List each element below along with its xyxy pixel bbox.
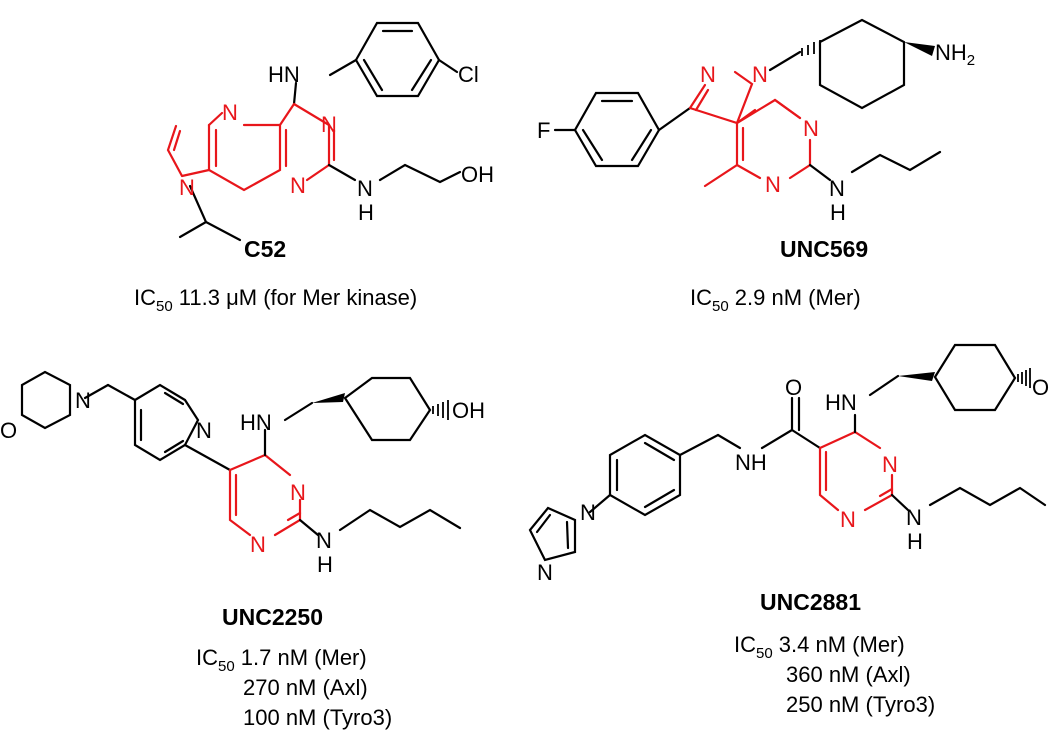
unc2881-ic-sub: 50: [756, 645, 773, 662]
unc2881-h-label: H: [907, 529, 923, 554]
structure-unc569: F N N N N N H NH2: [537, 18, 975, 225]
c52-ic-label: IC: [134, 285, 156, 310]
unc2881-carbonyl-o-label: O: [785, 375, 802, 400]
unc2250-hn-label: HN: [240, 410, 272, 435]
unc569-n1-label: N: [752, 62, 768, 87]
unc2881-imid-n3-label: N: [537, 560, 553, 585]
unc2881-imid-n1-label: N: [580, 500, 596, 525]
unc2250-oh-label: OH: [452, 398, 485, 423]
unc2881-n3-label: N: [882, 452, 898, 477]
unc2250-pyridine-n-label: N: [196, 418, 212, 443]
unc569-n-label: N: [829, 176, 845, 201]
unc2250-tyro3: 100 nM (Tyro3): [243, 705, 392, 730]
unc569-n2-label: N: [700, 62, 716, 87]
unc2250-name: UNC2250: [222, 604, 323, 630]
unc2881-n-label: N: [906, 505, 922, 530]
unc569-ic-value: 2.9 nM (Mer): [729, 285, 861, 310]
unc2250-activity: IC50 1.7 nM (Mer): [196, 645, 367, 675]
unc2881-amide-nh-label: NH: [735, 450, 767, 475]
unc2881-hn-label: HN: [825, 390, 857, 415]
unc2881-tyro3: 250 nM (Tyro3): [786, 692, 935, 717]
c52-n3-label: N: [290, 173, 306, 198]
unc569-nh2-sub: 2: [967, 52, 975, 69]
c52-h-label: H: [358, 200, 374, 225]
unc2881-activity: IC50 3.4 nM (Mer): [734, 632, 905, 662]
unc2881-axl: 360 nM (Axl): [786, 662, 911, 687]
structure-c52: HN Cl N N N N N H OH: [166, 21, 494, 242]
unc569-ic-label: IC: [690, 285, 712, 310]
c52-name: C52: [244, 236, 286, 262]
unc569-activity: IC50 2.9 nM (Mer): [690, 285, 861, 315]
unc2250-ic-value: 1.7 nM (Mer): [235, 645, 367, 670]
unc2881-ic-value: 3.4 nM (Mer): [773, 632, 905, 657]
c52-n7-label: N: [222, 100, 238, 125]
unc569-nh2-label: NH2: [935, 40, 975, 69]
unc569-ic-sub: 50: [712, 298, 729, 315]
unc2250-morpholine-o-label: O: [0, 418, 17, 443]
structure-unc2881: N N NH O HN OH N N N H: [528, 343, 1050, 585]
unc569-nh-label: NH: [935, 40, 967, 65]
unc2250-axl: 270 nM (Axl): [243, 675, 368, 700]
c52-cl-label: Cl: [458, 62, 479, 87]
unc2881-name: UNC2881: [760, 589, 861, 615]
unc2250-n1-label: N: [250, 532, 266, 557]
unc2881-ic-label: IC: [734, 632, 756, 657]
c52-n-label: N: [357, 176, 373, 201]
unc2881-n1-label: N: [840, 507, 856, 532]
unc569-n5-label: N: [765, 172, 781, 197]
unc2250-h-label: H: [317, 552, 333, 577]
unc2250-n3-label: N: [290, 480, 306, 505]
c52-ic-value: 11.3 μM (for Mer kinase): [173, 285, 418, 310]
unc569-name: UNC569: [780, 236, 868, 262]
unc569-f-label: F: [537, 118, 550, 143]
c52-activity: IC50 11.3 μM (for Mer kinase): [134, 285, 417, 315]
c52-n1-label: N: [321, 112, 337, 137]
unc2881-oh-label: OH: [1032, 375, 1050, 400]
c52-oh-label: OH: [461, 162, 494, 187]
unc2250-morpholine-n-label: N: [75, 388, 91, 413]
c52-hn-label: HN: [268, 62, 300, 87]
unc2250-n-label: N: [316, 528, 332, 553]
c52-n9-label: N: [179, 175, 195, 200]
unc2250-ic-label: IC: [196, 645, 218, 670]
c52-ic-sub: 50: [156, 298, 173, 315]
unc569-h-label: H: [830, 200, 846, 225]
structure-unc2250: O N N HN OH N N N H: [0, 370, 485, 577]
unc2250-ic-sub: 50: [218, 658, 235, 675]
unc569-n7-label: N: [803, 116, 819, 141]
